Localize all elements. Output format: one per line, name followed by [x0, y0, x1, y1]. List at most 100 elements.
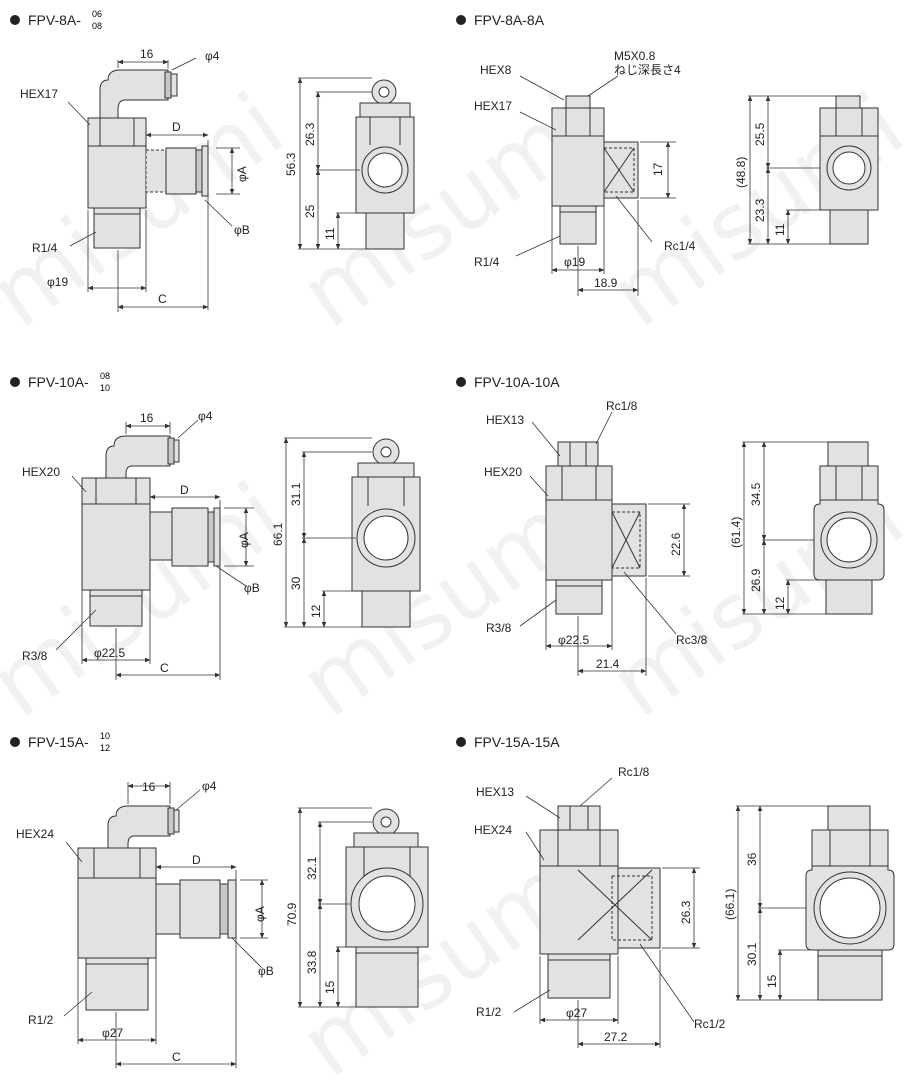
dim-h-thread: 12: [773, 596, 787, 610]
bullet-icon: [10, 15, 20, 25]
label-port: Rc1/2: [694, 1017, 726, 1031]
dim-phiB: φB: [234, 223, 250, 237]
label-port: Rc1/4: [664, 239, 696, 253]
panel-title: FPV-10A-: [28, 374, 89, 390]
label-tap-note: ねじ深長さ4: [614, 63, 681, 77]
label-hex-small: HEX13: [486, 413, 524, 427]
dim-c: C: [172, 1050, 181, 1064]
label-hex: HEX24: [474, 823, 512, 837]
dim-phi4: φ4: [198, 409, 213, 423]
dim-c: C: [160, 661, 169, 675]
dim-16: 16: [140, 411, 154, 425]
dim-len-port: 27.2: [604, 1030, 628, 1044]
dim-h-port: 22.6: [669, 532, 683, 556]
dim-len-port: 21.4: [596, 657, 620, 671]
bullet-icon: [456, 737, 466, 747]
dim-body-dia: φ27: [102, 1026, 123, 1040]
front-view: [81, 435, 221, 627]
dim-d: D: [172, 120, 181, 134]
panel-fpv15a-elbow: FPV-15A- 10 12: [10, 731, 429, 1068]
label-thread: R1/2: [28, 1013, 54, 1027]
panel-title-sub: 12: [100, 743, 110, 753]
label-thread: R1/2: [476, 1005, 502, 1019]
panel-fpv8a-8a: FPV-8A-8A HEX8 HEX17 M5X0.8: [456, 12, 879, 296]
dim-h-total: (48.8): [734, 157, 748, 188]
panel-title-sup: 06: [92, 9, 102, 19]
dim-h-thread: 15: [323, 980, 337, 994]
label-hex-small: HEX8: [480, 63, 512, 77]
dim-d: D: [192, 853, 201, 867]
front-view: [539, 805, 661, 999]
dim-16: 16: [140, 47, 154, 61]
dim-h-total: (66.1): [723, 889, 737, 920]
dim-h-thread: 15: [765, 974, 779, 988]
side-view-dims: [741, 441, 828, 615]
front-view: [545, 441, 647, 615]
front-view: [87, 69, 209, 249]
side-view-dims: [297, 807, 372, 1008]
dim-phiB: φB: [258, 964, 274, 978]
side-view-dims: [747, 95, 836, 245]
side-view: [345, 808, 429, 1008]
front-view-dims: [513, 777, 700, 1048]
dim-h-top: 36: [745, 852, 759, 866]
dim-phiA: φA: [253, 906, 267, 922]
front-view-dims: [519, 411, 690, 676]
dim-h-bot: 33.8: [305, 950, 319, 974]
side-view: [351, 438, 421, 628]
dim-len-port: 18.9: [594, 276, 618, 290]
dim-h-top: 25.5: [753, 122, 767, 146]
front-view-dims: [55, 419, 254, 680]
svg-text:misumi: misumi: [0, 463, 302, 738]
panel-title: FPV-8A-8A: [474, 12, 545, 28]
side-view-dims: [283, 437, 372, 628]
label-thread: R3/8: [22, 649, 48, 663]
bullet-icon: [456, 15, 466, 25]
label-tap: M5X0.8: [614, 49, 656, 63]
dim-body-dia: φ22.5: [94, 646, 125, 660]
dim-h-bot: 30.1: [745, 942, 759, 966]
dim-phiA: φA: [235, 166, 249, 182]
dim-phiB: φB: [244, 581, 260, 595]
dim-h-port: 26.3: [679, 900, 693, 924]
panel-title-sub: 08: [92, 21, 102, 31]
label-hex-small: HEX13: [476, 785, 514, 799]
dim-h-thread: 11: [773, 223, 787, 236]
bullet-icon: [10, 737, 20, 747]
side-view: [819, 95, 879, 245]
dim-h-total: (61.4): [729, 517, 743, 548]
dim-h-thread: 12: [309, 604, 323, 618]
label-thread: R3/8: [486, 621, 512, 635]
label-hex: HEX24: [16, 827, 54, 841]
dim-h-bot: 30: [289, 576, 303, 590]
panel-fpv15a-15a: FPV-15A-15A HEX13 HEX24: [456, 734, 895, 1048]
front-view-dims: [63, 782, 268, 1068]
label-tap: Rc1/8: [618, 765, 650, 779]
label-hex: HEX17: [20, 87, 58, 101]
label-hex: HEX17: [474, 99, 512, 113]
dim-h-total: 66.1: [271, 522, 285, 546]
panel-title-sub: 10: [100, 383, 110, 393]
front-view: [551, 95, 639, 245]
bullet-icon: [456, 377, 466, 387]
dim-phiA: φA: [237, 532, 251, 548]
dim-h-thread: 11: [323, 227, 337, 240]
panel-fpv10a-10a: FPV-10A-10A HEX13 HEX20: [456, 374, 885, 676]
panel-title: FPV-8A-: [28, 12, 81, 28]
panel-title-sup: 10: [100, 731, 110, 741]
dim-h-bot: 25: [303, 204, 317, 218]
panel-title: FPV-15A-15A: [474, 734, 560, 750]
dim-body-dia: φ27: [566, 1006, 587, 1020]
label-tap: Rc1/8: [606, 399, 638, 413]
label-thread: R1/4: [32, 241, 58, 255]
label-hex: HEX20: [484, 465, 522, 479]
dim-body-dia: φ22.5: [558, 633, 589, 647]
panel-title: FPV-10A-10A: [474, 374, 560, 390]
dim-h-top: 26.3: [303, 122, 317, 146]
side-view-dims: [735, 805, 828, 1001]
dim-body-dia: φ19: [564, 255, 585, 269]
panel-fpv10a-elbow: FPV-10A- 08 10: [10, 371, 421, 680]
dim-h-bot: 23.3: [753, 198, 767, 222]
dim-h-top: 32.1: [305, 856, 319, 880]
